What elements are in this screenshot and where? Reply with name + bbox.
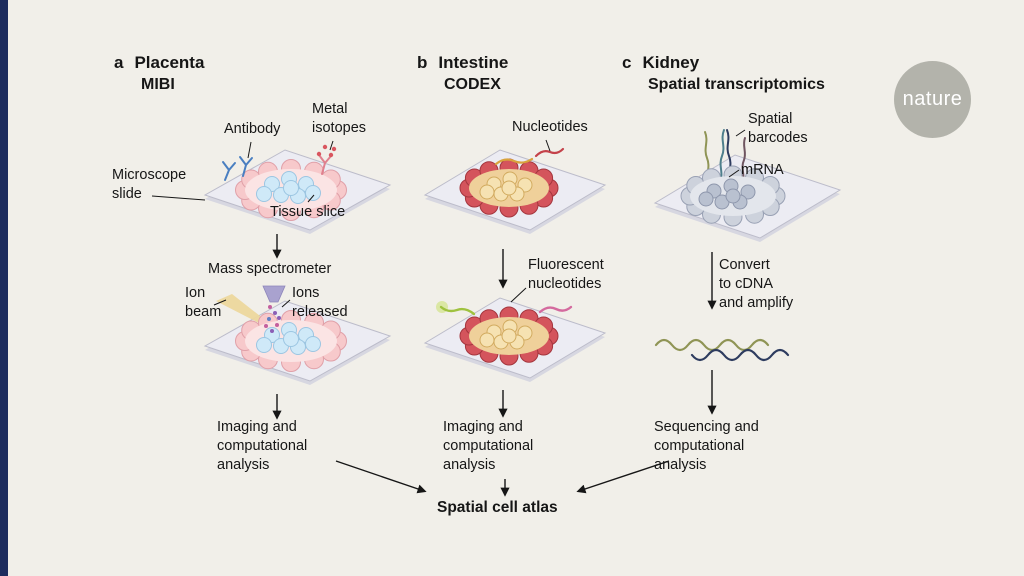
label-analysis-b: Imaging and computational analysis [443,419,534,473]
nucleotide-strands [494,147,565,166]
panel-c-title: Kidney [642,53,700,72]
tissue-kidney [680,165,786,227]
tissue-placenta-1 [235,159,347,221]
label-microscope-slide: Microscope slide [112,167,187,202]
label-mass-spectrometer: Mass spectrometer [208,261,332,277]
ion-dots [264,305,281,333]
antibody-icons [222,144,337,181]
tissue-intestine-1 [459,158,559,218]
panel-c-heading: c Kidney [622,53,699,73]
tissue-intestine-2 [459,306,559,366]
panel-b-method: CODEX [444,76,501,93]
nature-logo: nature [894,61,971,138]
panel-a-letter: a [114,53,124,72]
panel-c-method: Spatial transcriptomics [648,76,825,93]
label-convert-cdna: Convert to cDNA and amplify [719,257,794,311]
panel-b-heading: b Intestine [417,53,508,73]
nature-logo-text: nature [902,88,963,110]
label-ions-released: Ions released [292,285,348,320]
label-tissue-slice: Tissue slice [270,204,346,220]
spectrometer-nozzle [262,285,286,303]
panel-a-title: Placenta [134,53,205,72]
panel-c-letter: c [622,53,632,72]
label-spatial-barcodes: Spatial barcodes [748,111,808,146]
arrow-converge-right [576,460,670,494]
left-accent-bar [0,0,8,576]
tissue-placenta-2 [235,310,347,372]
metal-isotope-dots [316,144,337,158]
arrow-converge-left [335,460,427,494]
cdna-squiggles [654,338,790,362]
panel-a-method: MIBI [141,76,175,93]
label-fluorescent-nucleotides: Fluorescent nucleotides [528,257,604,292]
label-analysis-a: Imaging and computational analysis [217,419,308,473]
flow-arrows [272,234,717,497]
label-antibody: Antibody [224,121,281,137]
panel-a-heading: a Placenta [114,53,204,73]
label-analysis-c: Sequencing and computational analysis [654,419,759,473]
panel-b-title: Intestine [438,53,509,72]
label-nucleotides: Nucleotides [512,119,588,135]
spatial-cell-atlas-label: Spatial cell atlas [437,499,558,516]
label-mrna: mRNA [741,162,784,178]
panel-b-letter: b [417,53,428,72]
fluorescent-strands [436,301,573,316]
label-ion-beam: Ion beam [185,285,222,320]
label-metal-isotopes: Metal isotopes [312,101,367,136]
label-connectors [151,129,746,308]
